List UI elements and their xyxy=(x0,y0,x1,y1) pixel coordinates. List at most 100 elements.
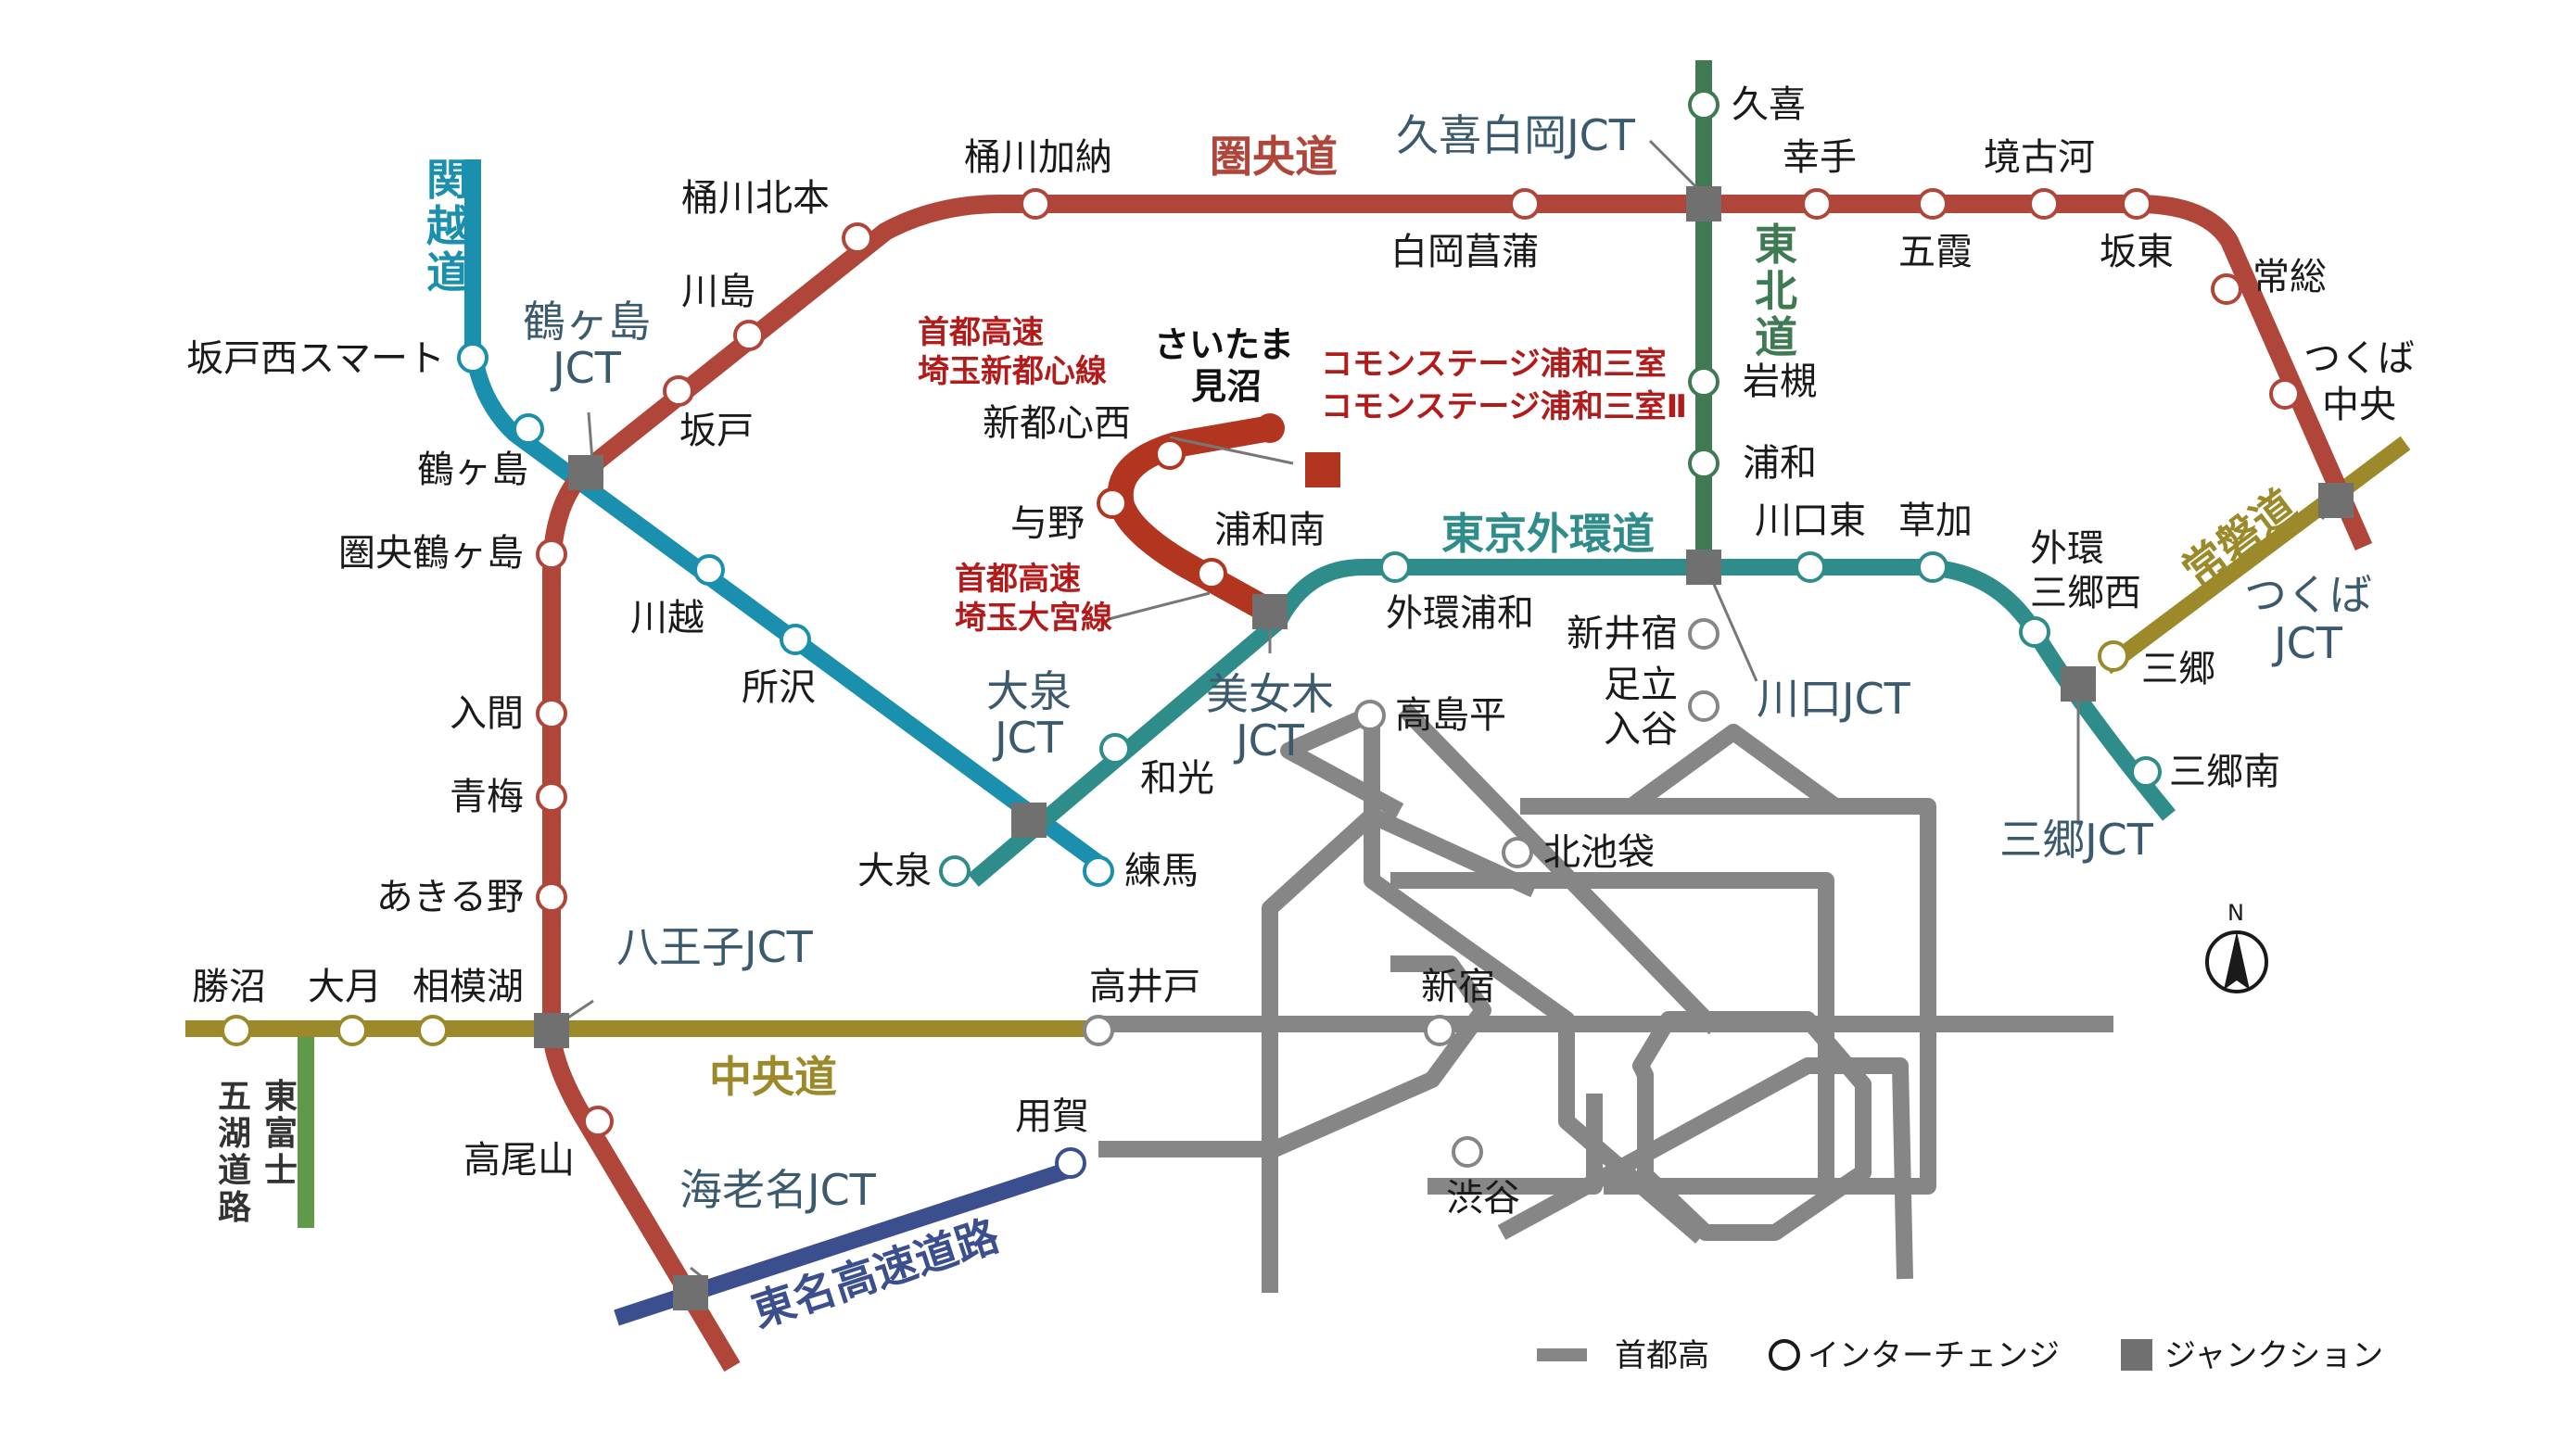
ic-tsukuba-chuo-label-1: つくば xyxy=(2303,337,2415,380)
ic-joso-marker xyxy=(2211,273,2242,305)
ic-okegawa-kitamoto-marker xyxy=(842,222,873,254)
legend-junction-swatch xyxy=(2121,1339,2152,1371)
ic-shiraoka-shobu-label: 白岡菖蒲 xyxy=(1390,231,1539,273)
ic-tsurugashima-label: 鶴ヶ島 xyxy=(417,449,528,491)
ic-sakaikoga-marker xyxy=(2028,188,2060,220)
jct-bijogi-label-2: JCT xyxy=(1233,715,1305,765)
ic-satte-label: 幸手 xyxy=(1783,136,1857,179)
jct-bijogi-marker xyxy=(1252,594,1288,629)
ic-takashimadaira-label: 高島平 xyxy=(1395,694,1506,737)
legend-interchange-label: インターチェンジ xyxy=(1808,1337,2060,1374)
ic-iruma-label: 入間 xyxy=(450,692,524,735)
jct-kuki-shiraoka-marker xyxy=(1686,186,1721,221)
ic-satte-marker xyxy=(1801,188,1833,220)
ic-otsuki-label: 大月 xyxy=(308,966,382,1008)
ic-bando-label: 坂東 xyxy=(2100,231,2174,273)
ic-gaikan-urawa-marker xyxy=(1379,551,1411,583)
ic-adachi-iriya-marker xyxy=(1688,690,1719,722)
jct-kawaguchi-marker xyxy=(1686,550,1721,585)
junction-markers xyxy=(534,186,2354,1310)
jct-oizumi-label-2: JCT xyxy=(992,713,1064,763)
ic-shinaijuku-marker xyxy=(1688,618,1719,650)
ic-misato-marker xyxy=(2098,640,2129,672)
ic-kawagoe-label: 川越 xyxy=(630,597,704,639)
shutoko-network xyxy=(1098,702,2113,1293)
ic-shintoshin-nishi-marker xyxy=(1154,438,1186,470)
ic-takashimadaira-marker xyxy=(1354,700,1386,731)
jct-bijogi-label-1: 美女木 xyxy=(1206,669,1334,719)
ic-sagamiko-label: 相模湖 xyxy=(412,966,524,1008)
jct-kuki-shiraoka-label: 久喜白岡JCT xyxy=(1396,110,1636,160)
ic-ome-marker xyxy=(536,781,567,813)
jct-tsukuba-label-2: JCT xyxy=(2271,618,2343,668)
ic-urawa-minami-label: 浦和南 xyxy=(1214,509,1326,551)
shintoshin-line-label-2: 埼玉新都心線 xyxy=(918,353,1107,390)
ic-oizumi-label: 大泉 xyxy=(857,850,932,892)
ic-bando-marker xyxy=(2121,188,2152,220)
ic-soka-marker xyxy=(1917,551,1948,583)
jct-ebina-marker xyxy=(673,1275,708,1310)
omiya-line-label-1: 首都高速 xyxy=(955,561,1081,598)
jct-tsukuba-marker xyxy=(2318,483,2354,518)
ic-misato-label: 三郷 xyxy=(2141,648,2215,690)
ic-kitaikebukuro-marker xyxy=(1502,837,1533,868)
jct-misato-marker xyxy=(2061,666,2096,702)
saitama-minuma-marker xyxy=(1255,413,1285,443)
ic-katsunuma-marker xyxy=(221,1015,252,1046)
destination-label-1: さいたま xyxy=(1154,324,1294,365)
ic-adachi-iriya-label-1: 足立 xyxy=(1604,664,1678,706)
ic-gaikan-misato-nishi-label-1: 外環 xyxy=(2030,527,2104,570)
ic-shibuya-label: 渋谷 xyxy=(1446,1177,1520,1220)
ic-ome-label: 青梅 xyxy=(450,776,524,818)
ic-adachi-iriya-label-2: 入谷 xyxy=(1604,708,1678,751)
ic-urawa-marker xyxy=(1688,448,1719,479)
ic-akiruno-label: あきる野 xyxy=(376,876,524,918)
ic-misato-minami-marker xyxy=(2130,756,2162,788)
ic-kawaguchi-higashi-label: 川口東 xyxy=(1755,500,1866,542)
ic-sagamiko-marker xyxy=(417,1015,449,1046)
ic-urawa-minami-marker xyxy=(1196,558,1227,589)
higashi-fuji-road-label-1: 東富士 xyxy=(264,1078,298,1190)
kenou-line xyxy=(542,195,2373,1372)
jct-oizumi-marker xyxy=(1011,803,1047,838)
ic-yoga-label: 用賀 xyxy=(1015,1095,1089,1138)
ic-kawagoe-marker xyxy=(693,554,725,586)
ic-otsuki-marker xyxy=(336,1015,368,1046)
jct-tsukuba-label-1: つくば xyxy=(2244,570,2372,620)
ic-goka-label: 五霞 xyxy=(1898,231,1973,273)
jct-oizumi-label-1: 大泉 xyxy=(986,666,1072,716)
ic-yono-marker xyxy=(1097,487,1128,519)
ic-sakaikoga-label: 境古河 xyxy=(1984,136,2095,179)
ic-kawajima-label: 川島 xyxy=(681,271,755,313)
ic-takaido-marker xyxy=(1083,1015,1114,1046)
ic-urawa-label: 浦和 xyxy=(1743,442,1817,485)
junction-labels: 久喜白岡JCT鶴ヶ島JCTつくばJCT川口JCT三郷JCT美女木JCT大泉JCT… xyxy=(523,110,2372,1215)
ic-nerima-marker xyxy=(1083,855,1114,887)
ic-shiraoka-shobu-marker xyxy=(1509,188,1541,220)
ic-gaikan-urawa-label: 外環浦和 xyxy=(1386,592,1534,635)
kenou-road-label: 圏央道 xyxy=(1210,132,1338,182)
ic-misato-minami-label: 三郷南 xyxy=(2169,751,2280,793)
ic-gaikan-misato-nishi-label-2: 三郷西 xyxy=(2030,572,2141,614)
ic-joso-label: 常総 xyxy=(2252,256,2327,298)
ic-oizumi-marker xyxy=(939,855,971,887)
ic-goka-marker xyxy=(1917,188,1948,220)
joban-line xyxy=(2100,436,2411,675)
jct-hachioji-marker xyxy=(534,1013,569,1048)
ic-nerima-label: 練馬 xyxy=(1124,850,1199,892)
ic-kuki-label: 久喜 xyxy=(1732,83,1806,126)
ic-kawaguchi-higashi-marker xyxy=(1795,551,1826,583)
ic-sakado-label: 坂戸 xyxy=(679,410,754,452)
jct-kawaguchi-label: 川口JCT xyxy=(1757,674,1911,724)
ic-katsunuma-label: 勝沼 xyxy=(192,966,266,1008)
ic-gaikan-misato-nishi-marker xyxy=(2019,616,2050,648)
ic-sakado-nishi-smart-marker xyxy=(457,342,489,373)
ic-kitaikebukuro-label: 北池袋 xyxy=(1543,831,1655,874)
jct-tsurugashima-label-2: JCT xyxy=(550,343,622,393)
property-marker xyxy=(1305,452,1340,487)
ic-shinaijuku-label: 新井宿 xyxy=(1567,613,1678,655)
ic-tsukuba-chuo-marker xyxy=(2269,378,2301,410)
ic-iwatsuki-marker xyxy=(1688,366,1719,398)
ic-tsukuba-chuo-label-2: 中央 xyxy=(2322,384,2396,426)
